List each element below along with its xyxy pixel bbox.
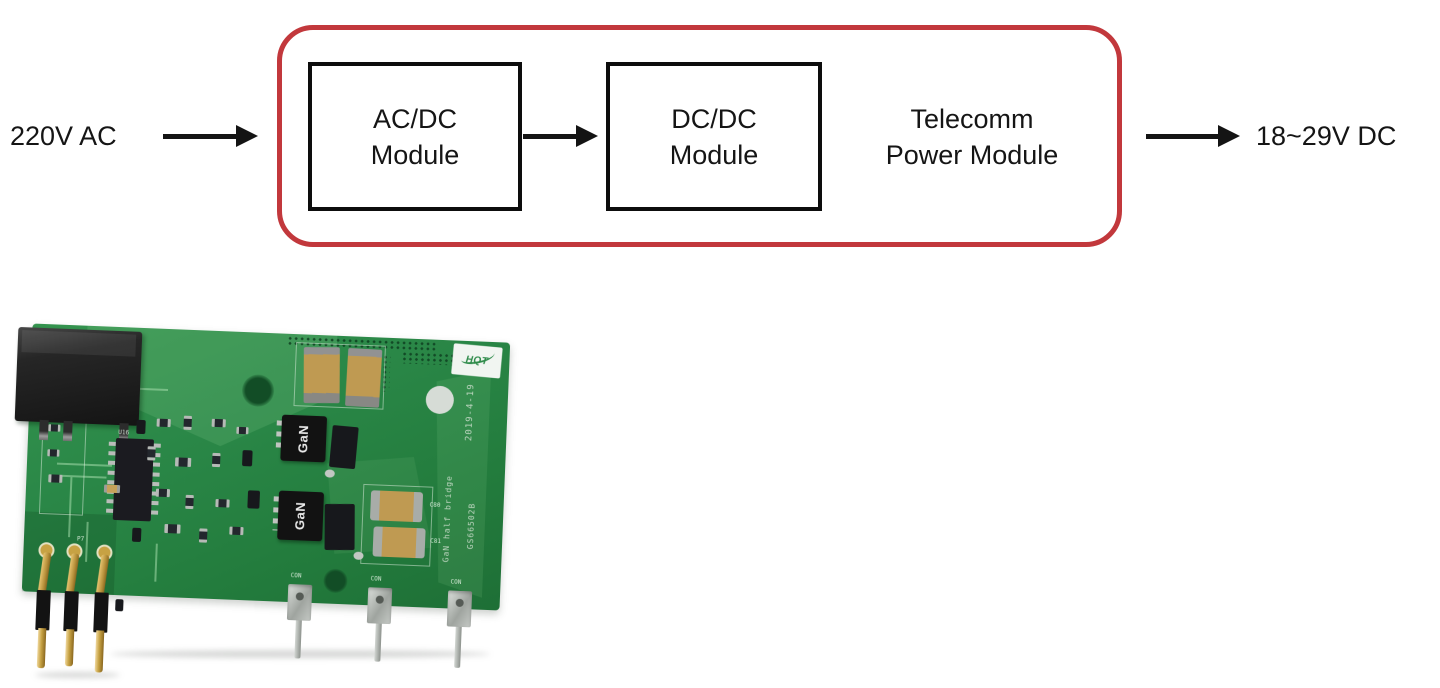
acdc-module-box: AC/DC Module — [308, 62, 522, 211]
group-label-line2: Power Module — [885, 139, 1059, 170]
block-diagram: 220V AC AC/DC Module DC/DC Module Teleco… — [0, 0, 1440, 280]
smd-component — [185, 494, 194, 510]
smd-transistor — [247, 490, 261, 509]
input-voltage-label: 220V AC — [10, 121, 117, 151]
power-diode — [324, 503, 355, 551]
capacitor-ref-label: C81 — [430, 537, 442, 546]
smd-component — [164, 523, 181, 534]
connector-label: CON — [450, 578, 462, 586]
smd-resistor — [103, 484, 121, 494]
connector-label: CON — [370, 575, 382, 583]
connector-tab — [366, 587, 393, 625]
smd-component — [236, 426, 249, 435]
input-arrow — [163, 125, 258, 147]
smd-component — [47, 449, 60, 457]
transformer-pin — [62, 420, 73, 442]
smd-transistor — [242, 450, 253, 467]
smd-component — [229, 526, 244, 536]
output-arrow — [1146, 125, 1240, 147]
header-spacer-block — [93, 592, 109, 633]
output-capacitor — [369, 490, 424, 523]
acdc-box-label-line1: AC/DC — [372, 103, 457, 134]
power-diode — [328, 424, 359, 470]
acdc-box-label-line2: Module — [370, 139, 460, 170]
header-ref-label: P7 — [76, 535, 85, 543]
pcb-trace — [154, 543, 158, 582]
gold-pin — [36, 627, 47, 669]
via-field — [401, 351, 457, 366]
telecomm-power-module-outline — [277, 25, 1122, 247]
header-pins-shadow — [35, 672, 120, 678]
connector-pin — [454, 626, 462, 668]
smd-component — [147, 446, 156, 461]
output-capacitor — [372, 526, 426, 559]
dcdc-box-label-line1: DC/DC — [671, 103, 757, 134]
smd-component — [48, 424, 61, 432]
smd-component — [211, 418, 226, 428]
connector-tab — [286, 583, 313, 621]
gold-pin — [94, 630, 105, 673]
smd-component — [211, 452, 221, 468]
pcb-photo: U16 GaN GaN — [0, 300, 580, 680]
capacitor-ref-label: C80 — [429, 501, 441, 510]
smd-diode — [136, 419, 146, 435]
smd-diode — [131, 527, 142, 543]
logo-swoosh-icon — [460, 347, 496, 366]
dcdc-box-label-line2: Module — [669, 139, 759, 170]
ceramic-capacitor — [345, 347, 383, 408]
header-spacer-block — [35, 589, 51, 631]
gold-pin — [64, 629, 75, 667]
smd-component — [183, 415, 192, 430]
gan-logo-text: GaN — [292, 501, 309, 531]
smd-component — [156, 418, 171, 428]
smd-component — [215, 499, 230, 508]
gan-logo-text: GaN — [295, 424, 312, 453]
gan-transistor: GaN — [280, 414, 328, 463]
smd-component — [174, 457, 192, 467]
transformer-top-face — [21, 330, 137, 357]
output-voltage-label: 18~29V DC — [1256, 121, 1397, 151]
smd-component — [198, 528, 208, 543]
acdc-to-dcdc-arrow — [523, 125, 598, 147]
transformer-pin — [38, 419, 49, 441]
transformer — [14, 326, 143, 444]
gan-transistor: GaN — [277, 490, 325, 542]
connector-tab — [446, 590, 473, 628]
header-spacer-block — [63, 591, 79, 632]
pcb-board: U16 GaN GaN — [14, 323, 511, 673]
ceramic-capacitor — [303, 347, 340, 404]
ic-ref-label: U16 — [118, 429, 130, 437]
dcdc-module-box: DC/DC Module — [606, 62, 822, 211]
smd-component — [48, 474, 63, 483]
header-spacer-block — [115, 599, 124, 612]
telecomm-power-module-label: Telecomm Power Module — [822, 62, 1122, 211]
group-label-line1: Telecomm — [910, 103, 1034, 134]
mounting-hole — [323, 568, 348, 594]
smd-component — [155, 488, 171, 498]
connector-label: CON — [290, 572, 302, 580]
